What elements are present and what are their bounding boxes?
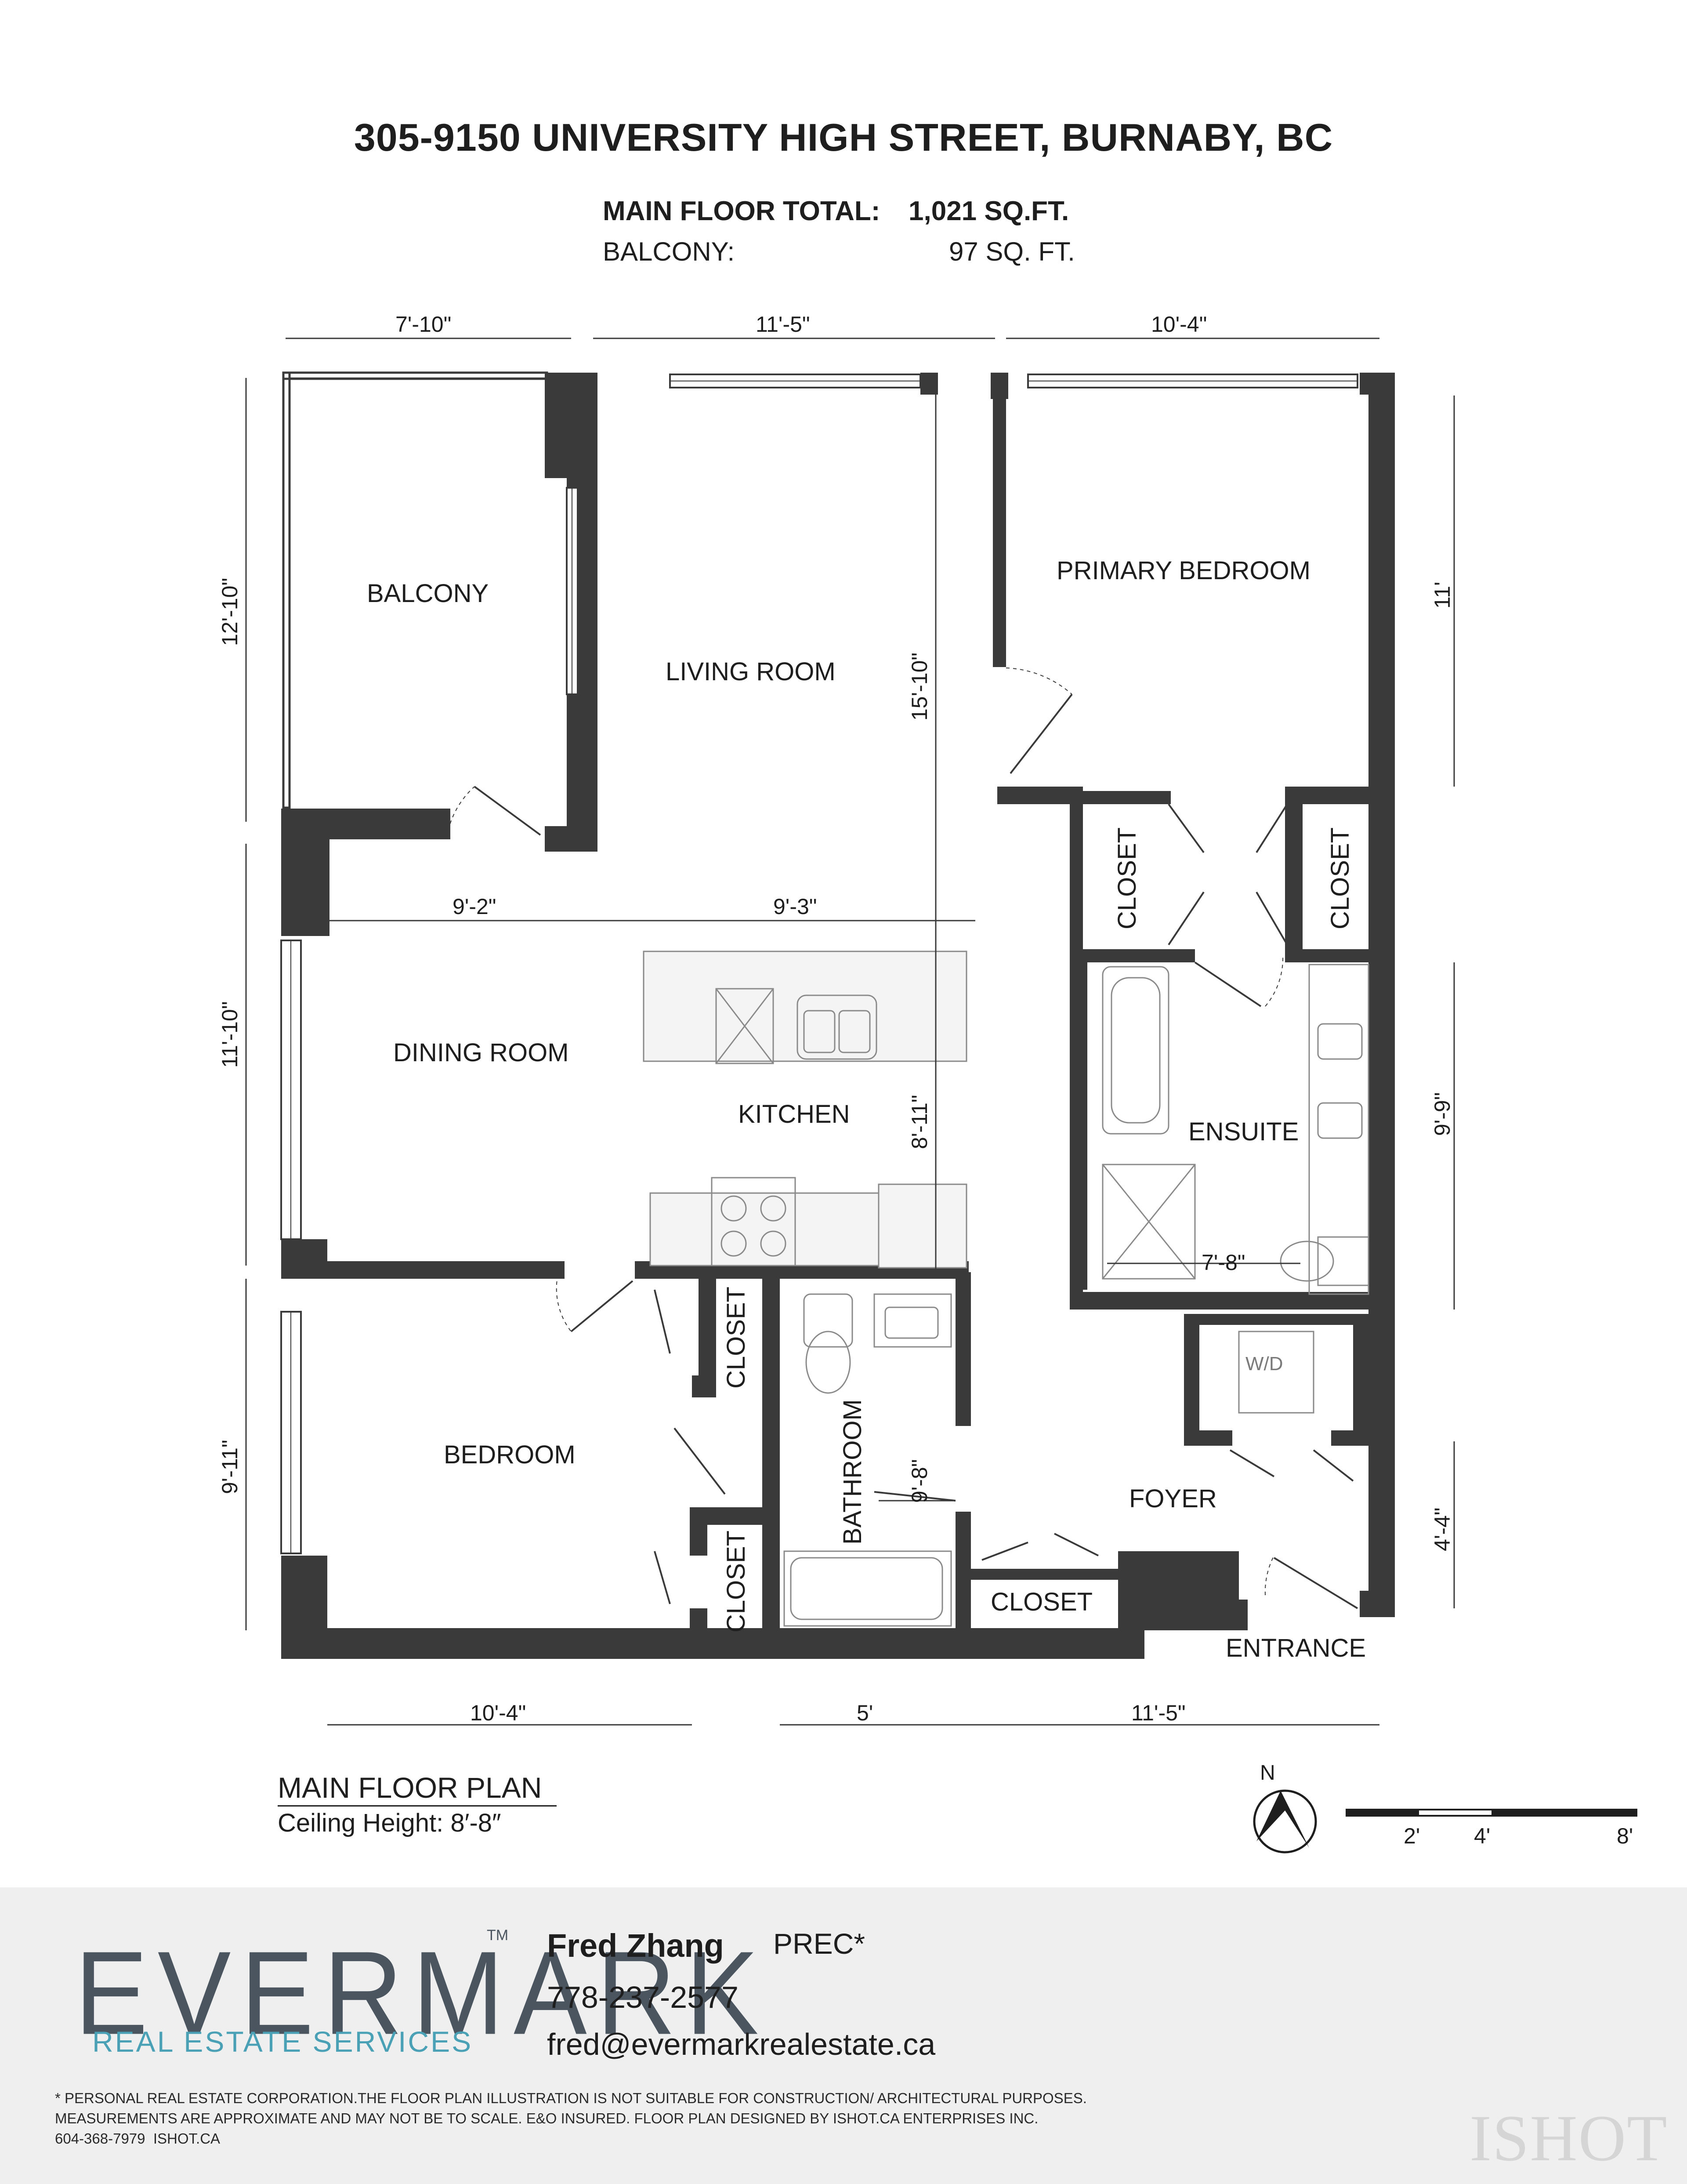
doors: [448, 668, 1358, 1609]
label-living-room: LIVING ROOM: [666, 657, 836, 686]
scale-label-4: 4': [1474, 1824, 1490, 1848]
dim-kitchen-width: 9'-3": [773, 894, 817, 919]
dimension-lines: [245, 337, 1455, 1726]
evermark-logo: EVERMARK: [75, 1926, 769, 2059]
scale-label-2: 2': [1404, 1824, 1420, 1848]
balcony-area-value: 97 SQ. FT.: [949, 237, 1075, 266]
compass-north-label: N: [1260, 1761, 1275, 1785]
label-kitchen: KITCHEN: [738, 1100, 850, 1128]
dim-primary-height: 11': [1430, 582, 1455, 609]
balcony-railing: [282, 371, 548, 809]
label-ensuite: ENSUITE: [1188, 1117, 1299, 1146]
dim-living-height: 15'-10": [907, 653, 932, 721]
label-primary-bedroom: PRIMARY BEDROOM: [1057, 556, 1311, 585]
label-balcony: BALCONY: [367, 579, 489, 608]
dim-bottom-bedroom: 10'-4": [470, 1701, 526, 1725]
label-wd: W/D: [1245, 1353, 1283, 1375]
label-closet-primary-left: CLOSET: [1113, 827, 1141, 929]
window-lines: [290, 381, 1358, 1553]
main-floor-value: 1,021 SQ.FT.: [909, 196, 1069, 226]
dim-dining-width: 9'-2": [453, 894, 496, 919]
dim-left-dining: 11'-10": [217, 1001, 242, 1068]
dim-left-bedroom: 9'-11": [217, 1440, 242, 1494]
balcony-area-label: BALCONY:: [603, 237, 735, 266]
dim-top-living: 11'-5": [756, 312, 810, 337]
label-closet-foyer: CLOSET: [991, 1588, 1093, 1616]
agent-email[interactable]: fred@evermarkrealestate.ca: [547, 2027, 936, 2061]
dim-kitchen-height: 8'-11": [907, 1095, 932, 1149]
scale-label-8: 8': [1617, 1824, 1633, 1848]
dim-ensuite-height: 9'-9": [1430, 1092, 1455, 1136]
label-bedroom: BEDROOM: [444, 1440, 576, 1469]
agent-name: Fred Zhang: [547, 1927, 724, 1964]
dim-top-primary: 10'-4": [1151, 312, 1207, 337]
label-dining-room: DINING ROOM: [393, 1038, 569, 1067]
north-arrow-icon: N: [1253, 1761, 1317, 1854]
plan-title-rule: [278, 1805, 557, 1807]
label-closet-primary-right: CLOSET: [1326, 827, 1354, 929]
property-address: 305-9150 UNIVERSITY HIGH STREET, BURNABY…: [354, 116, 1333, 159]
plan-title: MAIN FLOOR PLAN: [278, 1771, 542, 1804]
dim-bathroom-height: 9'-8": [907, 1459, 932, 1503]
label-entrance: ENTRANCE: [1226, 1634, 1366, 1662]
bathroom-fixtures: [783, 964, 1369, 1627]
label-bathroom: BATHROOM: [838, 1399, 867, 1545]
main-floor-label: MAIN FLOOR TOTAL:: [603, 196, 880, 226]
footer-band: [0, 1887, 1687, 2184]
walls: [281, 373, 1395, 1659]
label-closet-bedroom-bottom: CLOSET: [722, 1531, 750, 1633]
scale-bar: 2' 4' 8': [1346, 1809, 1637, 1848]
agent-phone[interactable]: 778-237-2577: [547, 1980, 739, 2014]
label-closet-bedroom-top: CLOSET: [722, 1287, 750, 1389]
trademark-mark: TM: [487, 1927, 509, 1944]
disclaimer: * PERSONAL REAL ESTATE CORPORATION.THE F…: [55, 2090, 1087, 2147]
floor-plan: BALCONY LIVING ROOM PRIMARY BEDROOM CLOS…: [217, 312, 1637, 1854]
dim-bottom-foyer: 11'-5": [1131, 1701, 1186, 1725]
dim-foyer-height: 4'-4": [1430, 1507, 1455, 1551]
dim-top-balcony: 7'-10": [395, 312, 451, 337]
dim-bottom-bath: 5': [857, 1701, 873, 1725]
label-foyer: FOYER: [1129, 1484, 1217, 1513]
agent-title: PREC*: [773, 1927, 865, 1960]
ishot-watermark: ISHOT: [1470, 2102, 1668, 2175]
dim-left-balcony: 12'-10": [217, 578, 242, 646]
kitchen-fixtures: [643, 951, 967, 1269]
evermark-tagline: REAL ESTATE SERVICES: [92, 2025, 473, 2058]
ceiling-height: Ceiling Height: 8′-8″: [278, 1809, 501, 1837]
dim-ensuite-width: 7'-8": [1202, 1250, 1245, 1275]
